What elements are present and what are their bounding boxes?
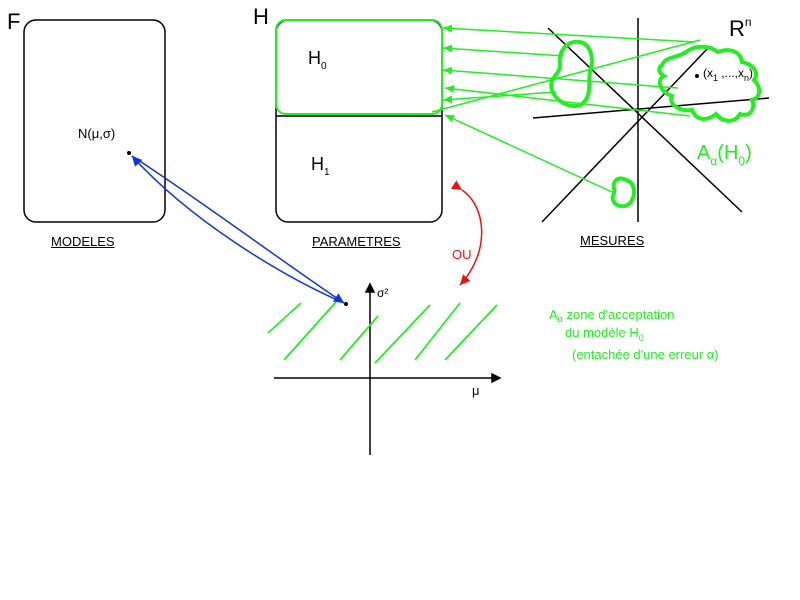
sigma2-axis-label: σ² [377,286,389,300]
modeles-caption: MODELES [51,234,115,249]
legend-line3: (entachée d'une erreur α) [572,347,719,362]
measure-space-lines [532,18,770,223]
acceptance-blob-bottom [610,176,636,209]
sample-close: ) [749,66,754,80]
a-base: A [697,142,711,164]
a-sub: α [710,154,718,168]
or-arrow [450,180,483,286]
models-set-label: F [7,9,21,34]
models-box [23,19,166,223]
measure-space-label: Rn [729,16,752,40]
acceptance-zone-label: Aα(H0) [697,143,752,167]
h0-sub: 0 [321,61,327,72]
mapping-arrows [431,24,701,193]
mu-axis-label: μ [472,383,480,398]
h0-label: H0 [308,49,327,72]
a-paren-open: (H [717,142,739,164]
legend-line1-rest: zone d'acceptation [562,307,675,322]
sample-sub1: 1 [713,73,719,83]
h1-label: H1 [311,155,330,178]
legend-line1: Aα zone d'acceptation [549,308,675,324]
parametres-caption: PARAMETRES [312,234,401,249]
legend-line2: du modèle H0 [565,326,644,343]
sample-open: (x [703,66,713,80]
sample-mid: ,...,x [718,66,745,80]
legend-a-sub: α [557,314,563,324]
normal-model-label: N(μ,σ) [78,126,116,141]
legend-line2-sub: 0 [638,333,644,343]
sample-point [695,74,699,78]
h1-base: H [311,154,324,174]
measure-space-exp: n [744,15,752,29]
parameter-axes [274,282,502,455]
measure-space-base: R [729,16,745,41]
h1-sub: 1 [324,167,330,178]
model-point [127,151,131,155]
parameters-box [275,19,443,223]
param-point [344,302,348,306]
a-paren-close: ) [745,142,752,164]
acceptance-blob-right [657,44,761,123]
model-parameter-arrows [131,155,345,304]
or-label: OU [452,247,472,262]
legend-a-base: A [549,307,558,322]
legend-line2-base: du modèle H [565,325,639,340]
mesures-caption: MESURES [580,233,645,248]
parameters-set-label: H [253,4,269,29]
hatched-region [267,301,498,364]
h0-base: H [308,48,321,68]
sample-label: (x1 ,...,xn) [703,67,753,83]
sample-subn: n [744,73,750,83]
h0-region [275,19,443,115]
acceptance-blob-left [549,39,594,109]
a-paren-sub: 0 [738,154,746,168]
